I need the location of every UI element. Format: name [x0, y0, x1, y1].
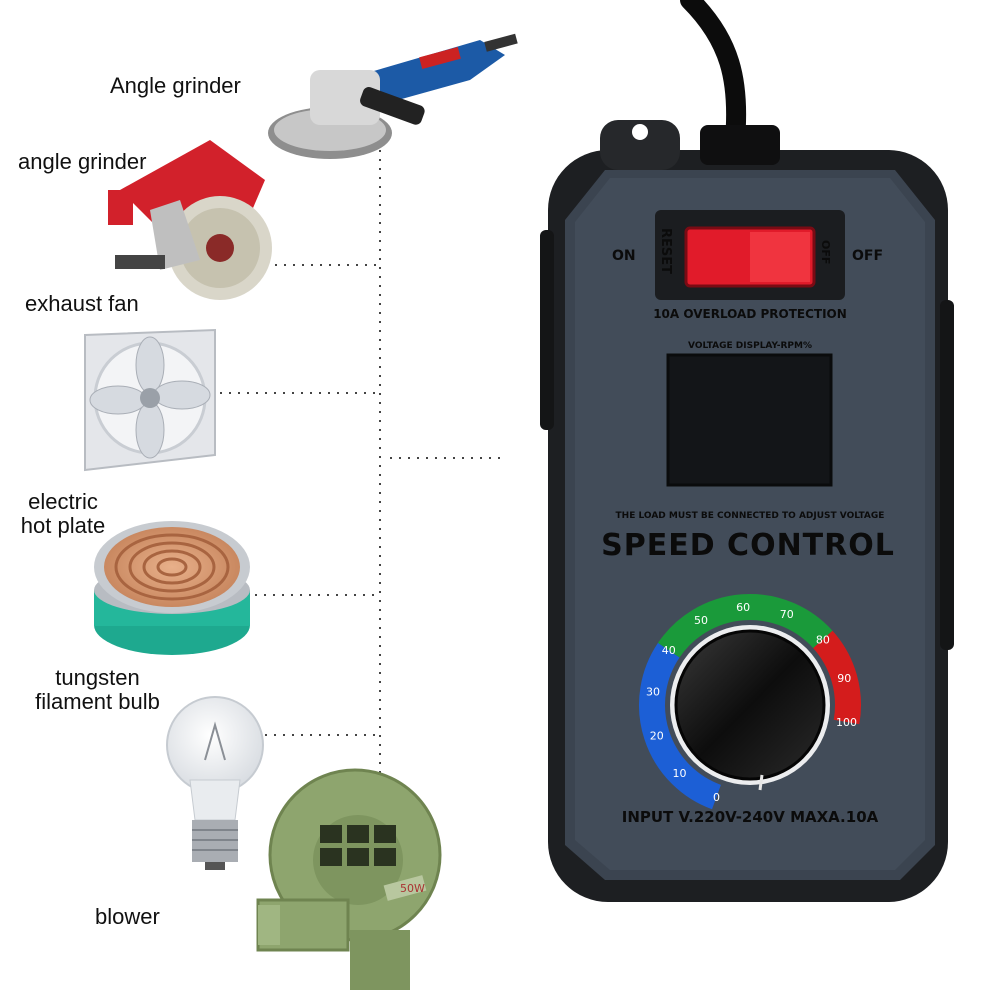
exhaust-fan-image	[84, 328, 216, 472]
label-bulb-line2: filament bulb	[35, 689, 160, 714]
warning-text: THE LOAD MUST BE CONNECTED TO ADJUST VOL…	[616, 511, 885, 521]
switch-off-label: OFF	[819, 240, 832, 264]
voltage-display	[666, 353, 833, 487]
label-blower: blower	[95, 904, 160, 929]
dial-tick-80: 80	[816, 633, 830, 646]
dial-tick-90: 90	[837, 672, 851, 685]
hot-plate-image	[94, 521, 250, 655]
off-label: OFF	[852, 248, 883, 264]
connector-lines	[220, 150, 500, 840]
label-hot-plate-line1: electric	[28, 489, 98, 514]
device-title: SPEED CONTROL	[601, 528, 895, 563]
dial-tick-70: 70	[780, 608, 794, 621]
dial-tick-100: 100	[836, 716, 857, 729]
label-hot-plate: electric hot plate	[18, 490, 108, 538]
blower-image: 50W	[256, 768, 442, 990]
label-angle-grinder: Angle grinder	[110, 73, 241, 98]
power-cable	[680, 0, 747, 150]
bulb-image	[166, 696, 264, 870]
reset-label: RESET	[658, 228, 673, 274]
cutter-image	[108, 140, 272, 300]
speed-dial[interactable]: 0 10 20 30 40 50 60 70 80 90 100	[639, 594, 861, 810]
label-bulb: tungsten filament bulb	[25, 666, 170, 714]
dial-tick-30: 30	[646, 685, 660, 698]
dial-tick-60: 60	[736, 601, 750, 614]
blower-badge: 50W	[400, 882, 425, 895]
dial-tick-50: 50	[694, 614, 708, 627]
label-exhaust-fan: exhaust fan	[25, 291, 139, 316]
input-rating: INPUT V.220V-240V MAXA.10A	[622, 808, 879, 826]
speed-controller: ON OFF RESET OFF 10A OVERLOAD PROTECTION…	[540, 120, 954, 902]
dial-tick-0: 0	[713, 791, 720, 804]
dial-tick-10: 10	[673, 767, 687, 780]
display-caption: VOLTAGE DISPLAY-RPM%	[688, 341, 812, 351]
speed-knob[interactable]	[674, 629, 826, 781]
on-label: ON	[612, 248, 636, 264]
dial-tick-40: 40	[662, 644, 676, 657]
label-hot-plate-line2: hot plate	[20, 513, 106, 538]
dial-tick-20: 20	[650, 729, 664, 742]
label-angle-grinder-cutter: angle grinder	[18, 149, 147, 174]
angle-grinder-image	[268, 33, 518, 159]
overload-text: 10A OVERLOAD PROTECTION	[653, 307, 847, 321]
label-bulb-line1: tungsten	[55, 665, 140, 690]
